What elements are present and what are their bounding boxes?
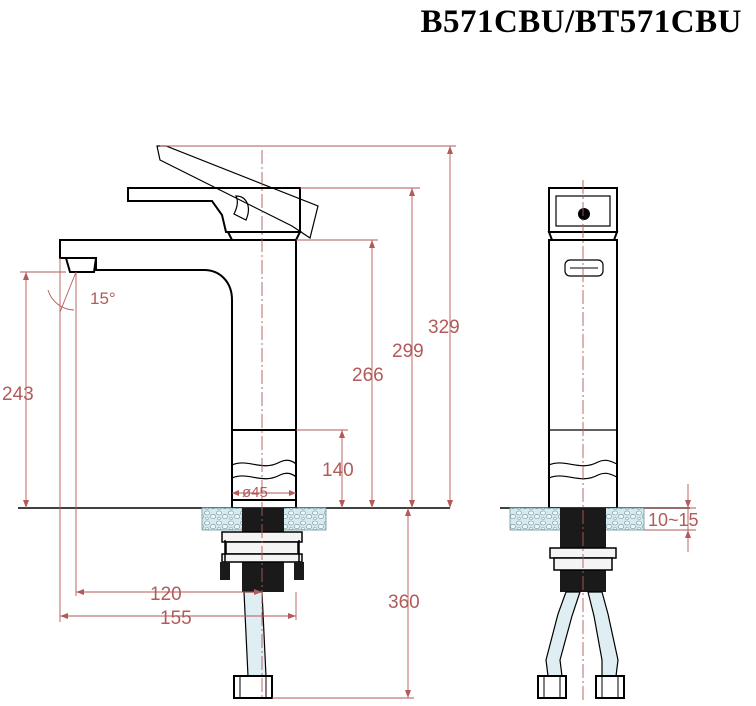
front-body [59,239,297,501]
front-lever [127,187,301,233]
front-aerator [64,257,98,273]
dim-329: 329 [428,317,460,338]
dim-155: 155 [160,608,192,629]
dim-266: 266 [352,365,384,386]
dim-360: 360 [388,592,420,613]
side-view: 10~15 [500,180,699,700]
side-screw [578,208,590,220]
dim-243: 243 [2,384,34,405]
front-hose [243,591,267,677]
side-aerator [564,259,604,277]
dim-140: 140 [322,460,354,481]
model-title: B571CBU/BT571CBU [420,4,742,40]
dim-angle-15: 15° [90,289,116,308]
dim-299: 299 [392,341,424,362]
side-hose-left [545,591,581,677]
dim-120: 120 [150,584,182,605]
front-lever-raised [156,145,319,239]
dim-deck-thickness: 10~15 [648,510,699,530]
front-cap [226,231,302,241]
dim-diameter-45: ø45 [242,484,268,501]
front-view: 15° 243 299 266 329 140 ø45 120 155 360 [2,145,460,700]
side-hose-right [587,591,619,677]
